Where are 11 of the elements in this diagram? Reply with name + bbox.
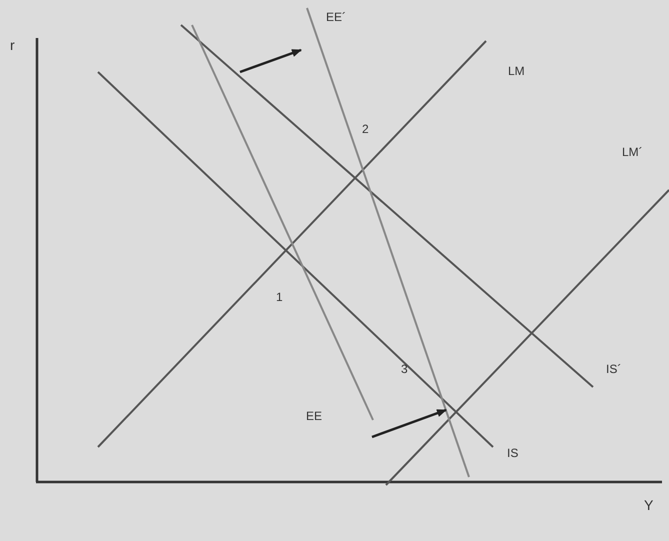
point-label: 2 — [362, 122, 369, 136]
axis-label: Y — [644, 498, 654, 512]
curve-label: LM — [508, 64, 525, 78]
point-label: 1 — [276, 290, 283, 304]
curve-label: IS´ — [606, 362, 622, 376]
curve-label: LM´ — [622, 145, 643, 159]
axis-label: r — [10, 38, 15, 52]
curve-label: EE — [306, 409, 322, 423]
curve-label: EE´ — [326, 10, 346, 24]
curve-label: IS — [507, 446, 518, 460]
point-label: 3 — [401, 362, 408, 376]
